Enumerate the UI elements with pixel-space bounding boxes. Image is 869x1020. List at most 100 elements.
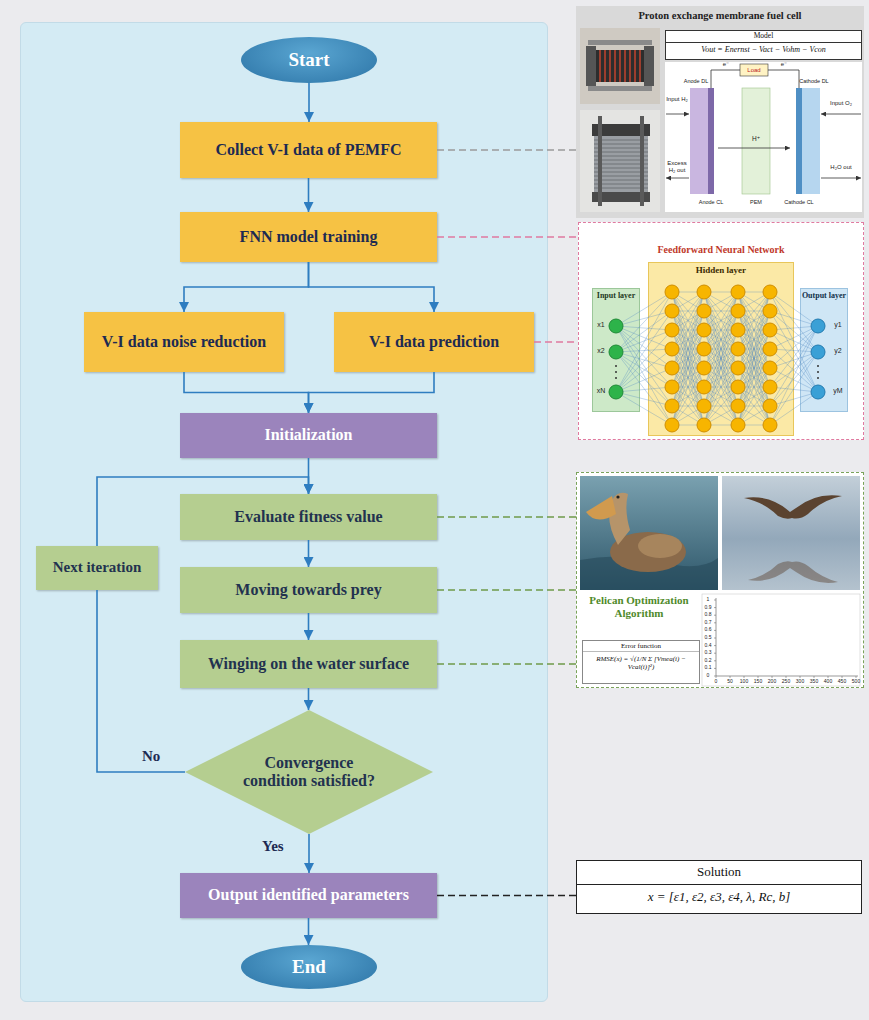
neuron-circle: [731, 285, 745, 299]
edge-label: No: [142, 748, 160, 765]
neuron-circle: [665, 304, 679, 318]
neuron-circle: [763, 418, 777, 432]
synapse-line: [616, 326, 672, 425]
illustration-part: [594, 136, 648, 192]
illustration-part: [598, 116, 602, 206]
neural-network: [609, 285, 825, 432]
neuron-circle: [763, 285, 777, 299]
flow-arrow: [184, 262, 309, 312]
node-text: Pelican Optimization Algorithm: [580, 594, 698, 619]
terminal-ellipse: Start: [241, 37, 377, 83]
fuel-cell-photo: [580, 110, 660, 212]
part-label: e⁻: [706, 61, 746, 68]
node-text: V-I data prediction: [361, 333, 507, 351]
flow-arrow: [308, 918, 310, 945]
node-text: Proton exchange membrane fuel cell: [638, 10, 801, 22]
neuron-circle: [811, 385, 825, 399]
part-label: y2: [818, 347, 858, 355]
flow-arrow: [308, 613, 310, 640]
illustration-part: [690, 88, 708, 194]
neuron-circle: [731, 418, 745, 432]
axis-tick-label: 500: [849, 679, 863, 685]
node-text: Evaluate fitness value: [226, 508, 390, 526]
neuron-circle: [697, 380, 711, 394]
node-text: Error function: [583, 641, 699, 652]
illustration-part: [802, 88, 820, 194]
flow-arrow: [309, 372, 435, 413]
neuron-circle: [665, 361, 679, 375]
process-box: Next iteration: [36, 546, 158, 590]
illustration-part: [580, 110, 660, 212]
part-label: Excess H₂ out: [665, 160, 689, 173]
synapse-line: [616, 292, 672, 326]
part-label: Anode CL: [691, 199, 731, 205]
synapse-line: [770, 392, 818, 425]
tick-mark: [714, 660, 716, 661]
illustration-part: [580, 28, 660, 104]
part-label: Input O₂: [822, 100, 860, 107]
node-text: Winging on the water surface: [200, 655, 417, 673]
illustration-part: [644, 46, 654, 86]
neuron-circle: [731, 380, 745, 394]
neuron-circle: [665, 342, 679, 356]
illustration-part: [821, 114, 861, 115]
illustration-part: [748, 561, 838, 583]
process-box: Output identified parameters: [180, 873, 437, 918]
part-label: Input H₂: [665, 96, 689, 103]
node-text: Moving towards prey: [227, 581, 389, 599]
tick-mark: [758, 676, 759, 678]
axis-tick-label: 0.8: [702, 612, 714, 618]
part-label: H⁺: [736, 135, 776, 142]
part-label: y1: [818, 321, 858, 329]
synapse-line: [616, 392, 672, 406]
node-text: Vout = Enernst − Vact − Vohm − Vcon: [666, 43, 861, 56]
neuron-circle: [697, 361, 711, 375]
node-text: V-I data noise reduction: [94, 333, 274, 351]
synapse-line: [672, 368, 704, 425]
node-text: FNN model training: [232, 228, 386, 246]
tick-mark: [714, 676, 716, 677]
axis-tick-label: 0: [702, 673, 714, 679]
synapse-line: [770, 352, 818, 406]
synapse-line: [616, 387, 672, 392]
node-text: Feedforward Neural Network: [657, 244, 784, 256]
synapse-line: [616, 311, 672, 326]
synapse-line: [616, 326, 672, 387]
ellipsis-dot: [817, 365, 819, 367]
tick-mark: [714, 645, 716, 646]
tick-mark: [730, 676, 731, 678]
synapse-line: [616, 292, 672, 352]
neuron-circle: [763, 304, 777, 318]
illustration-part: [588, 86, 652, 91]
tick-mark: [772, 676, 773, 678]
process-box: Winging on the water surface: [180, 640, 437, 688]
synapse-line: [704, 368, 738, 425]
synapse-line: [704, 368, 738, 425]
pelican-photo: [580, 476, 718, 590]
neuron-circle: [697, 323, 711, 337]
ellipsis-dot: [817, 371, 819, 373]
part-label: Load: [734, 67, 774, 74]
dashed-link: [437, 149, 576, 150]
neuron-circle: [763, 380, 777, 394]
tick-mark: [842, 676, 843, 678]
solution-table: Solutionx = [ε1, ε2, ε3, ε4, λ, Rc, b]: [576, 860, 862, 914]
process-box: Evaluate fitness value: [180, 494, 437, 540]
neuron-circle: [763, 323, 777, 337]
illustration-part: [744, 495, 842, 518]
process-box: Collect V-I data of PEMFC: [180, 122, 437, 178]
tick-mark: [714, 638, 716, 639]
synapse-line: [770, 292, 818, 352]
synapse-line: [704, 292, 738, 349]
tick-mark: [856, 676, 857, 678]
tick-mark: [714, 622, 716, 623]
axis-tick-label: 50: [723, 679, 737, 685]
synapse-line: [616, 392, 672, 425]
flow-arrow: [309, 262, 435, 312]
node-text: Output layer: [802, 292, 846, 301]
tick-mark: [714, 630, 716, 631]
neuron-circle: [731, 304, 745, 318]
part-label: PEM: [736, 199, 776, 205]
synapse-line: [738, 368, 770, 425]
node-text: End: [292, 956, 326, 978]
